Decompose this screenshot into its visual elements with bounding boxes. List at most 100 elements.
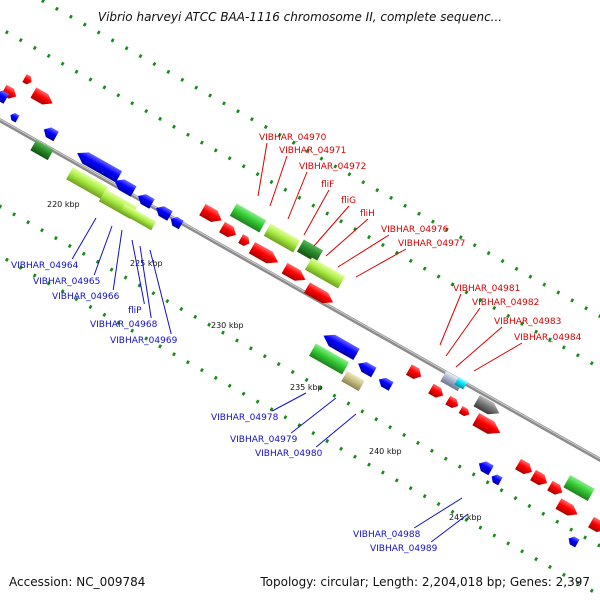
tick-dot xyxy=(255,399,260,404)
tick-dot xyxy=(235,338,239,343)
tick-dot xyxy=(32,273,37,278)
tick-dot xyxy=(96,30,101,35)
tick-dot xyxy=(158,344,163,349)
tick-dot xyxy=(109,267,114,272)
gene-arrow[interactable] xyxy=(111,175,137,197)
gene-arrow[interactable] xyxy=(376,375,394,391)
gene-arrow[interactable] xyxy=(588,516,600,535)
gene-arrow[interactable] xyxy=(405,364,424,381)
gene-arrow[interactable] xyxy=(489,473,503,486)
gene-arrow[interactable] xyxy=(119,203,157,231)
tick-dot xyxy=(464,290,469,295)
label-leader-line xyxy=(325,218,369,257)
tick-dot xyxy=(500,258,505,264)
gene-arrow[interactable] xyxy=(341,370,365,392)
gene-arrow[interactable] xyxy=(445,395,460,411)
gene-arrow[interactable] xyxy=(454,376,468,390)
tick-dot xyxy=(12,212,17,217)
tick-dot xyxy=(318,385,323,390)
gene-arrow[interactable] xyxy=(263,223,301,253)
gene-arrow[interactable] xyxy=(309,343,349,375)
gene-arrow[interactable] xyxy=(563,475,595,501)
tick-dot xyxy=(492,533,497,538)
tick-dot xyxy=(575,580,580,585)
tick-dot xyxy=(269,179,274,185)
label-leader-line xyxy=(93,225,113,276)
tick-dot xyxy=(589,361,594,366)
label-leader-line xyxy=(413,497,463,529)
gene-arrow[interactable] xyxy=(9,112,20,123)
label-leader-line xyxy=(355,248,407,278)
gene-arrow[interactable] xyxy=(0,88,9,104)
gene-label-outer: VIBHAR_04984 xyxy=(514,333,582,343)
backbone-highlight xyxy=(0,118,600,460)
tick-dot xyxy=(598,313,600,319)
tick-dot xyxy=(4,257,9,262)
gene-arrow[interactable] xyxy=(473,394,502,419)
tick-dot xyxy=(325,438,330,444)
tick-dot xyxy=(277,132,282,138)
gene-label-outer: fliF xyxy=(321,180,334,190)
gene-arrow[interactable] xyxy=(135,191,155,209)
gene-label-inner: VIBHAR_04978 xyxy=(211,413,279,423)
tick-dot xyxy=(95,259,100,264)
gene-label-inner: VIBHAR_04964 xyxy=(11,261,79,271)
gene-arrow[interactable] xyxy=(41,125,59,142)
tick-dot xyxy=(221,330,225,335)
tick-dot xyxy=(144,336,149,341)
label-leader-line xyxy=(71,217,97,260)
gene-arrow[interactable] xyxy=(168,215,184,230)
gene-arrow[interactable] xyxy=(305,257,345,289)
gene-arrow[interactable] xyxy=(238,234,252,248)
tick-dot xyxy=(575,353,580,358)
tick-dot xyxy=(283,415,288,420)
tick-dot xyxy=(222,101,226,106)
label-leader-line xyxy=(112,229,123,291)
tick-dot xyxy=(138,53,143,59)
gene-label-outer: VIBHAR_04972 xyxy=(299,162,366,172)
gene-arrow[interactable] xyxy=(355,359,377,378)
gene-arrow[interactable] xyxy=(199,203,225,226)
gene-label-outer: VIBHAR_04971 xyxy=(279,146,346,156)
gene-arrow[interactable] xyxy=(30,87,55,108)
gene-arrow[interactable] xyxy=(458,406,472,418)
gene-arrow[interactable] xyxy=(320,330,360,361)
gene-arrow[interactable] xyxy=(428,383,446,400)
tick-dot xyxy=(123,275,128,280)
gene-arrow[interactable] xyxy=(530,469,550,488)
gene-arrow[interactable] xyxy=(515,458,535,477)
gene-arrow[interactable] xyxy=(555,498,580,519)
tick-dot xyxy=(124,46,129,51)
gene-label-outer: VIBHAR_04981 xyxy=(453,284,520,294)
gene-arrow[interactable] xyxy=(281,262,309,285)
tick-dot xyxy=(262,354,267,359)
tick-dot xyxy=(333,164,338,169)
label-leader-line xyxy=(257,142,268,197)
tick-dot xyxy=(389,195,394,201)
gene-arrow[interactable] xyxy=(66,167,108,199)
gene-arrow[interactable] xyxy=(476,459,494,476)
gene-arrow[interactable] xyxy=(296,239,324,263)
gene-arrow[interactable] xyxy=(472,413,503,439)
gene-label-inner: VIBHAR_04969 xyxy=(110,336,178,346)
gene-arrow[interactable] xyxy=(547,480,565,497)
tick-dot xyxy=(41,0,45,4)
tick-dot xyxy=(110,38,115,43)
gene-arrow[interactable] xyxy=(219,221,239,240)
gene-arrow[interactable] xyxy=(153,203,173,221)
gene-arrow[interactable] xyxy=(303,282,336,307)
gene-arrow[interactable] xyxy=(30,139,54,161)
scale-label: 230 kbp xyxy=(211,321,244,330)
tick-dot xyxy=(353,227,358,232)
tick-dot xyxy=(374,417,379,422)
gene-label-inner: VIBHAR_04965 xyxy=(33,277,100,287)
gene-arrow[interactable] xyxy=(248,241,282,268)
gene-arrow[interactable] xyxy=(566,535,580,548)
label-leader-line xyxy=(313,205,350,247)
tick-dot xyxy=(54,6,59,12)
gene-arrow[interactable] xyxy=(74,148,123,183)
gene-arrow[interactable] xyxy=(229,203,267,233)
gene-arrow[interactable] xyxy=(22,74,33,86)
scale-label: 240 kbp xyxy=(369,447,402,456)
tick-dot xyxy=(353,454,357,459)
